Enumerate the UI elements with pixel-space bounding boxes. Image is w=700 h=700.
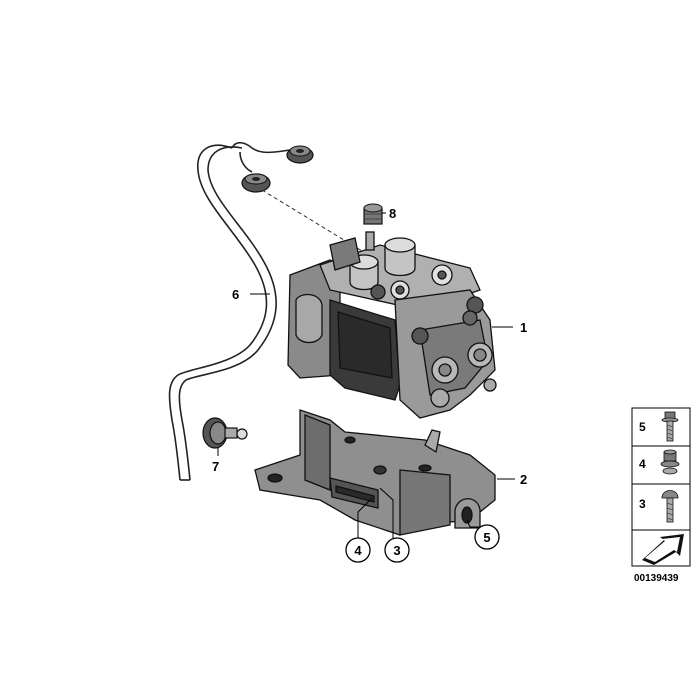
callout-2: 2	[520, 472, 527, 487]
svg-text:5: 5	[483, 530, 490, 545]
nut-with-washer-icon	[660, 449, 680, 475]
circled-callout-3: 3	[384, 537, 410, 563]
protective-cap	[363, 203, 383, 225]
callout-7: 7	[212, 459, 219, 474]
callout-8: 8	[389, 206, 396, 221]
hose-grommet-right	[286, 145, 314, 164]
abs-pressure-modulator	[287, 231, 497, 419]
legend-number-3: 3	[639, 497, 646, 511]
brake-line-hose	[168, 141, 291, 481]
legend-number-5: 5	[639, 420, 646, 434]
callout-6: 6	[232, 287, 239, 302]
svg-text:4: 4	[354, 543, 362, 558]
circled-callout-4: 4	[345, 537, 371, 563]
hose-grommet-left	[241, 173, 271, 193]
round-head-screw-icon	[661, 490, 679, 523]
svg-text:3: 3	[393, 543, 400, 558]
legend-number-4: 4	[639, 457, 646, 471]
rubber-mount	[202, 417, 248, 449]
dashed-lead-line	[261, 189, 381, 263]
reference-number: 00139439	[634, 573, 679, 584]
fastener-legend: 5 4 3	[631, 407, 691, 567]
callout-1: 1	[520, 320, 527, 335]
circled-callout-5: 5	[474, 524, 500, 550]
abs-holder-bracket	[254, 409, 496, 536]
hex-flange-bolt-icon	[661, 411, 679, 442]
return-arrow-icon	[642, 534, 684, 565]
